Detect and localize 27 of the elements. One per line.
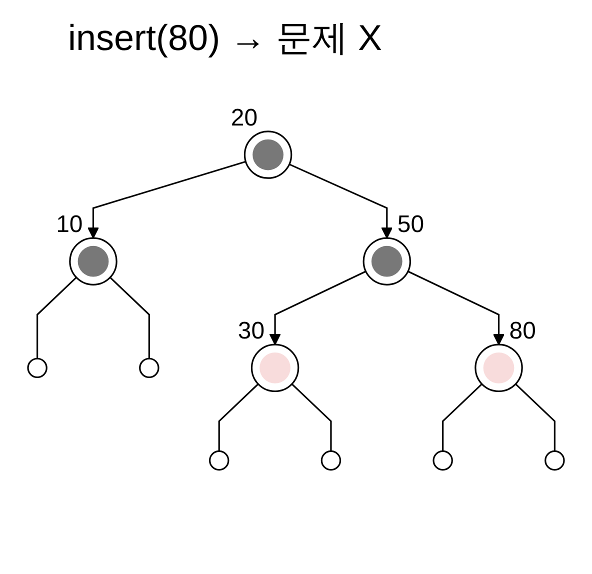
title: insert(80) → 문제 X (68, 16, 382, 60)
connector (110, 276, 150, 359)
node-circle (474, 344, 523, 392)
node-circle (320, 450, 342, 471)
arrow (408, 270, 505, 346)
connector (291, 383, 332, 452)
node-circle (432, 450, 453, 471)
node-label: 80 (509, 317, 536, 344)
arrow (269, 270, 366, 346)
node-circle (139, 358, 160, 378)
node-circle (69, 237, 118, 286)
node-label: 30 (238, 317, 265, 344)
node-label: 50 (397, 210, 424, 238)
arrow (87, 160, 246, 239)
node-circle (362, 237, 412, 286)
node-circle (250, 344, 300, 392)
node-circle (27, 358, 48, 378)
connector (442, 383, 482, 452)
connector (218, 383, 259, 452)
arrow (289, 164, 393, 239)
node-circle (244, 130, 292, 179)
node-label: 10 (56, 210, 83, 238)
node-circle (544, 450, 565, 471)
connector (515, 383, 556, 452)
node-label: 20 (230, 104, 258, 131)
node-circle (208, 450, 230, 471)
connector (36, 276, 77, 359)
